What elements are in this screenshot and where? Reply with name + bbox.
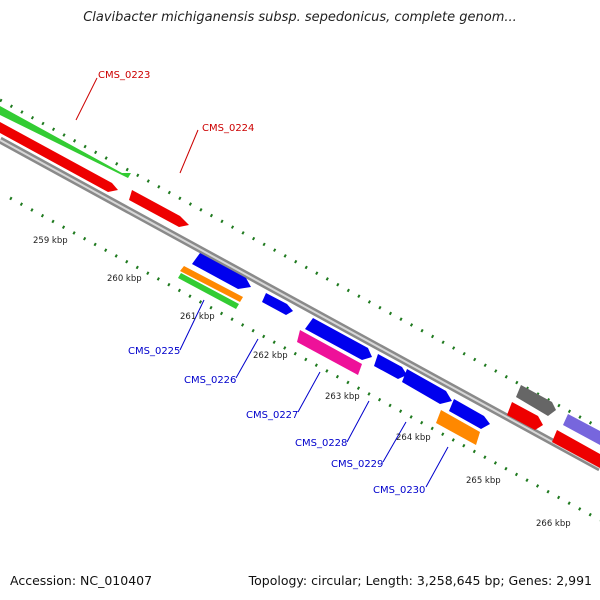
- tick-tracks: [0, 98, 600, 522]
- gene-cms-0225-green[interactable]: [178, 273, 239, 309]
- scale-labels: 259 kbp 260 kbp 261 kbp 262 kbp 263 kbp …: [33, 236, 571, 529]
- scale-label: 263 kbp: [325, 392, 360, 402]
- scale-label: 259 kbp: [33, 236, 68, 246]
- scale-label: 262 kbp: [253, 351, 288, 361]
- leader-lines: [75, 77, 449, 488]
- scale-label: 260 kbp: [107, 274, 142, 284]
- gene-cms-0229[interactable]: [374, 354, 407, 379]
- scale-label: 261 kbp: [180, 312, 215, 322]
- gene-label-cms-0228[interactable]: CMS_0228: [295, 438, 347, 449]
- gene-label-cms-0230[interactable]: CMS_0230: [373, 485, 425, 496]
- gene-red-right[interactable]: [507, 402, 543, 430]
- accession-text: Accession: NC_010407: [10, 573, 153, 588]
- gene-cms-0223-green[interactable]: [0, 106, 131, 178]
- gene-cms-0225-blue[interactable]: [192, 253, 251, 289]
- gene-label-cms-0225[interactable]: CMS_0225: [128, 346, 180, 357]
- gene-cms-0225-orange[interactable]: [180, 266, 243, 302]
- backbone: [0, 136, 600, 472]
- scale-label: 265 kbp: [466, 476, 501, 486]
- gene-cms-0224[interactable]: [129, 190, 189, 227]
- genome-summary: Topology: circular; Length: 3,258,645 bp…: [248, 573, 592, 588]
- gene-features: [0, 106, 600, 468]
- gene-label-cms-0227[interactable]: CMS_0227: [246, 410, 298, 421]
- gene-label-cms-0224[interactable]: CMS_0224: [202, 123, 254, 134]
- gene-cms-0227[interactable]: [305, 318, 372, 360]
- gene-purple[interactable]: [563, 414, 600, 445]
- gene-cms-0223-red[interactable]: [0, 122, 118, 192]
- gene-cms-0230-orange[interactable]: [436, 410, 480, 445]
- gene-cms-0228-magenta[interactable]: [297, 330, 362, 375]
- gene-cms-0230-blue-b[interactable]: [449, 399, 490, 429]
- gene-label-cms-0229[interactable]: CMS_0229: [331, 459, 383, 470]
- gene-gray[interactable]: [516, 385, 556, 416]
- scale-label: 266 kbp: [536, 519, 571, 529]
- gene-cms-0226[interactable]: [262, 293, 293, 315]
- gene-cms-0230-blue[interactable]: [402, 369, 452, 404]
- genome-title: Clavibacter michiganensis subsp. sepedon…: [83, 10, 517, 25]
- gene-labels: CMS_0223 CMS_0224 CMS_0225 CMS_0226 CMS_…: [98, 70, 425, 496]
- gene-red-far-right[interactable]: [552, 430, 600, 468]
- gene-label-cms-0223[interactable]: CMS_0223: [98, 70, 150, 81]
- gene-label-cms-0226[interactable]: CMS_0226: [184, 375, 236, 386]
- scale-label: 264 kbp: [396, 433, 431, 443]
